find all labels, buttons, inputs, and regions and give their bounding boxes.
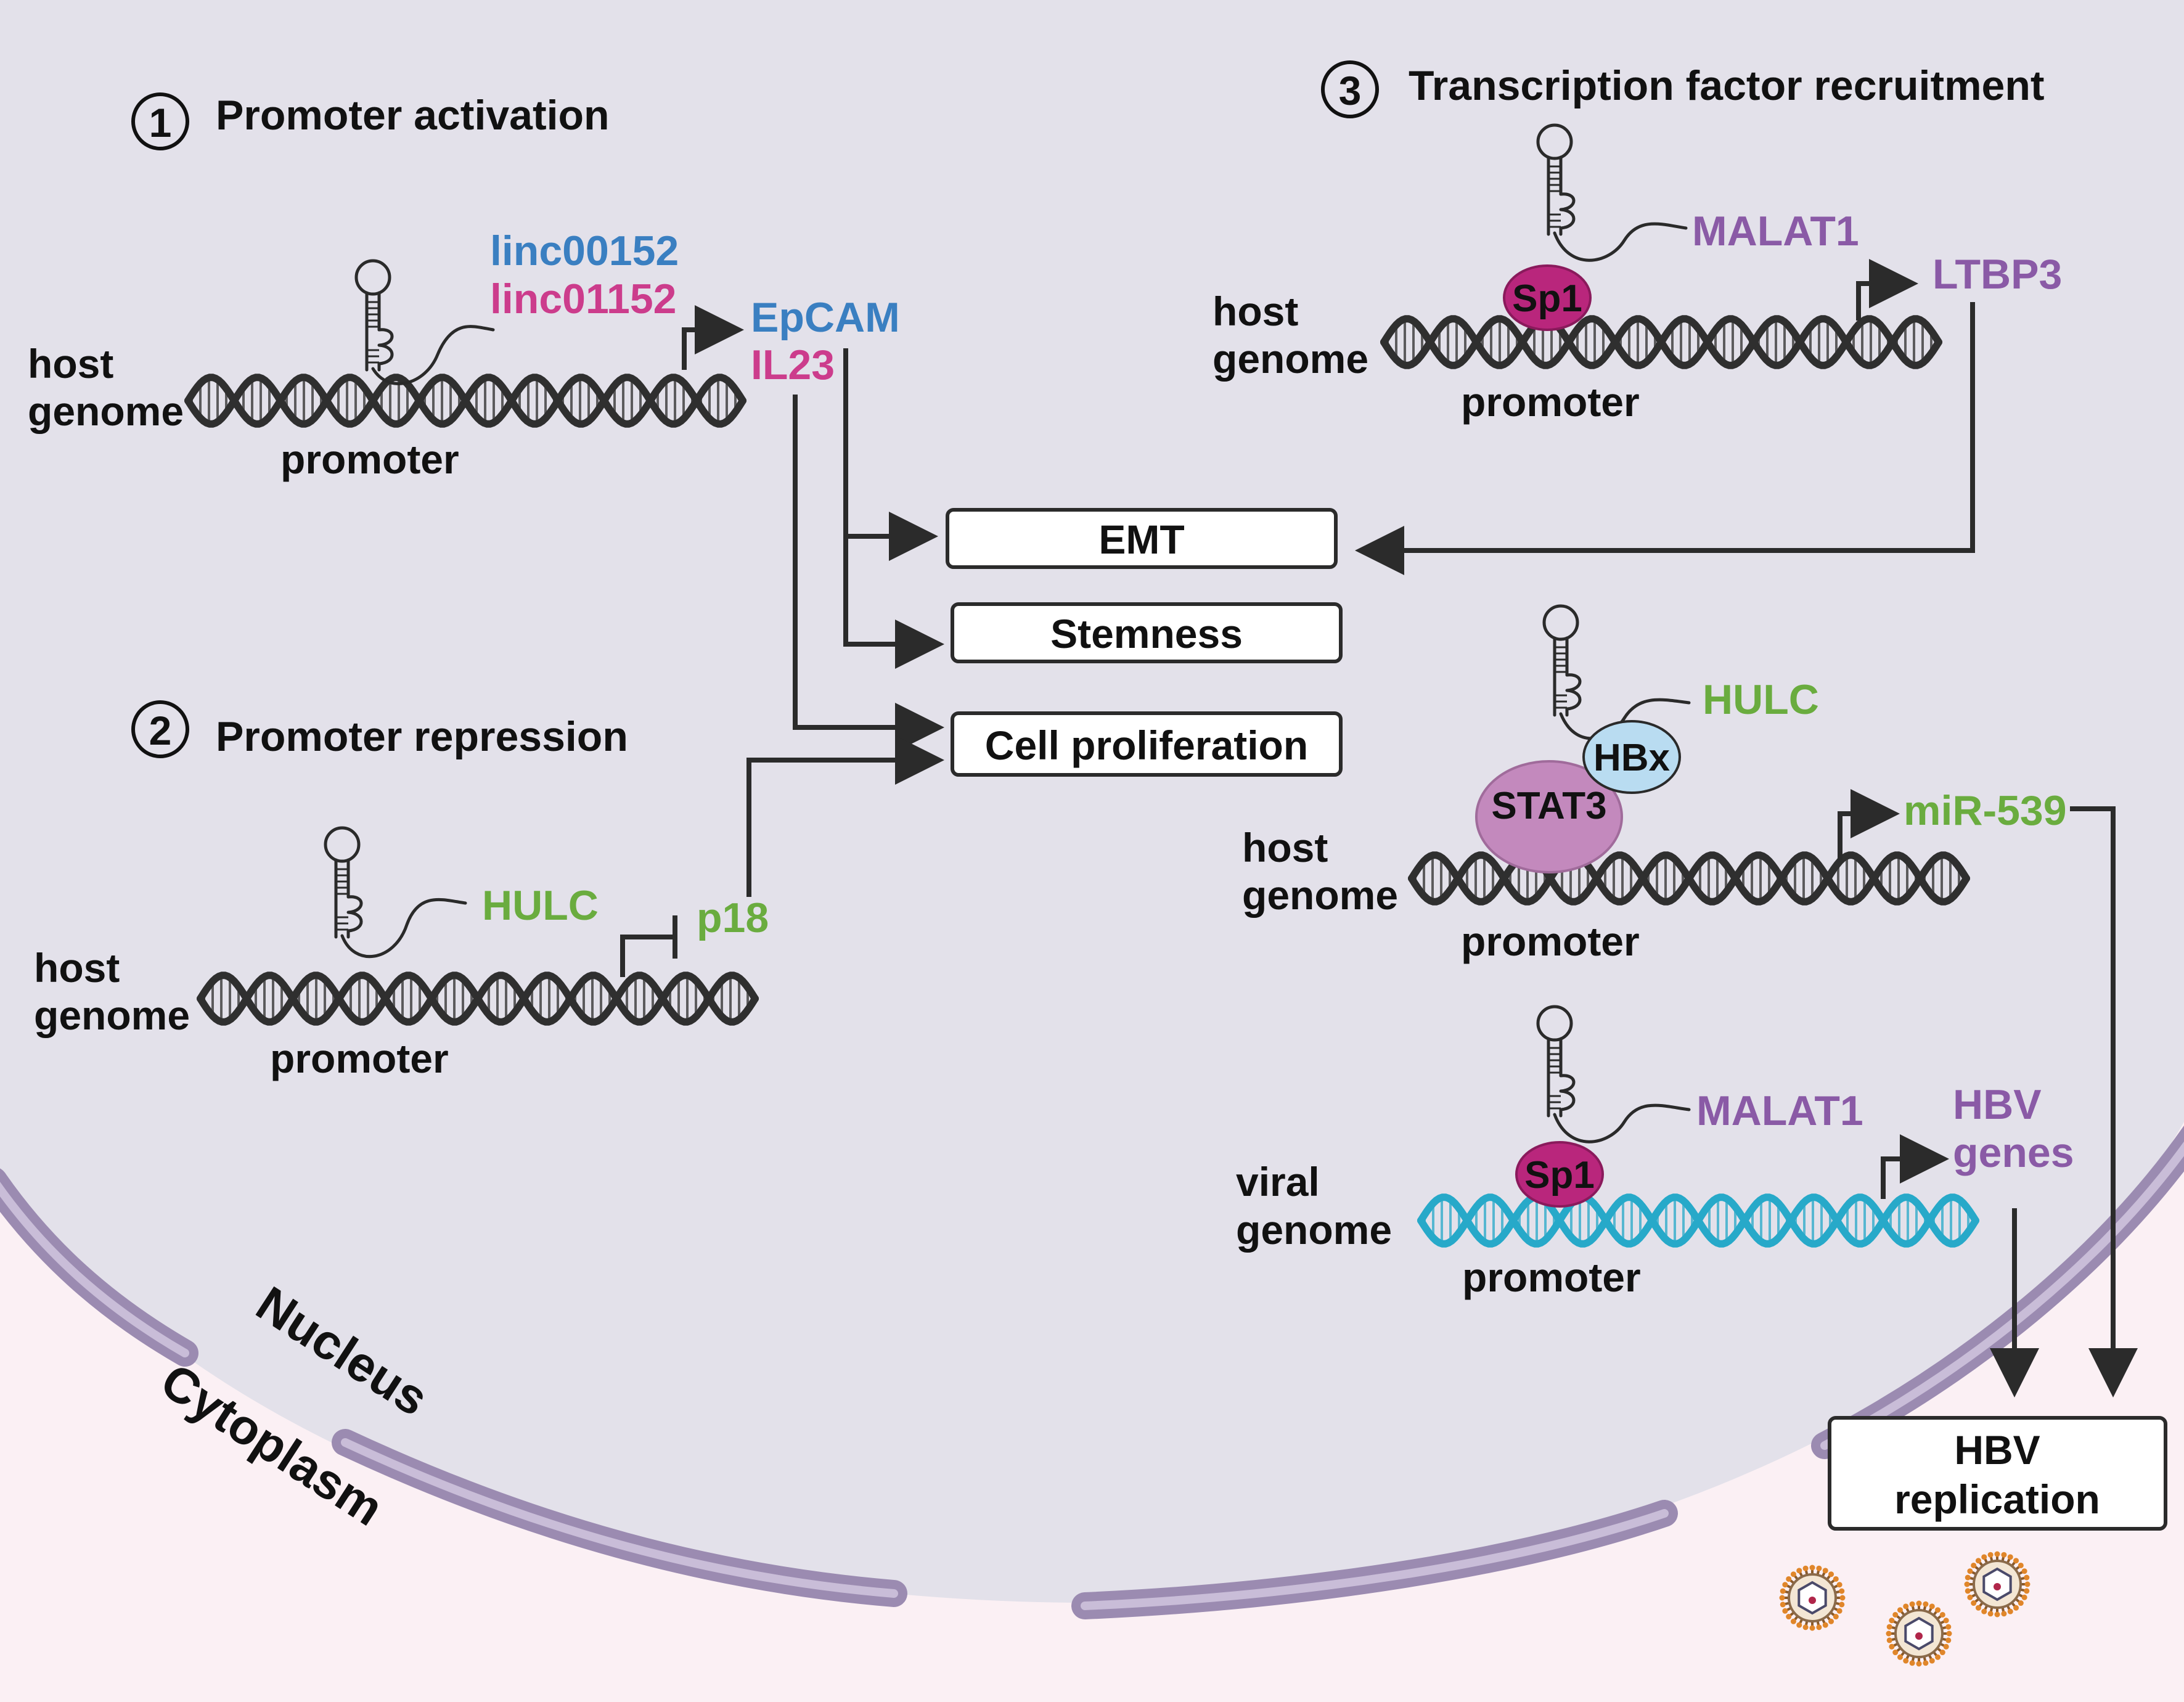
section-3-title: Transcription factor recruitment bbox=[1409, 62, 2045, 109]
emt-box: EMT bbox=[946, 508, 1338, 569]
sp1-top-label: Sp1 bbox=[1512, 277, 1582, 320]
host-label-3: host bbox=[1213, 288, 1298, 334]
tss-arrow-3 bbox=[1856, 259, 1918, 321]
ltbp3-label: LTBP3 bbox=[1932, 251, 2062, 298]
linc00152-label: linc00152 bbox=[490, 227, 679, 274]
cell-proliferation-box: Cell proliferation bbox=[951, 711, 1343, 777]
genome-label-1: genome bbox=[28, 388, 184, 434]
malat1-viral-label: MALAT1 bbox=[1696, 1087, 1863, 1134]
ltbp3-to-emt-connector bbox=[1355, 302, 1975, 575]
lncrna-linc00152 bbox=[354, 259, 495, 385]
sp1-protein-top bbox=[1503, 264, 1592, 331]
section-2-number-circle bbox=[131, 700, 189, 758]
section-3-number: 3 bbox=[1339, 68, 1362, 113]
hbv-virion-icon bbox=[1886, 1600, 1952, 1667]
lncrna-hulc-stat3 bbox=[1542, 604, 1691, 740]
sp1-protein-viral bbox=[1515, 1141, 1604, 1208]
lncrna-hulc-repression bbox=[324, 826, 467, 959]
hbv-virion-icon bbox=[1964, 1551, 2031, 1618]
section-1-number: 1 bbox=[149, 100, 172, 145]
dna-helix-2 bbox=[197, 972, 759, 1026]
host-label-4: host bbox=[1242, 825, 1328, 870]
stat3-label: STAT3 bbox=[1491, 785, 1606, 827]
cell-proliferation-label: Cell proliferation bbox=[985, 722, 1308, 768]
genome-label-4: genome bbox=[1242, 872, 1398, 918]
genome-label-5: genome bbox=[1236, 1207, 1392, 1253]
hbv-replication-label-line1: HBV bbox=[1954, 1427, 2040, 1473]
viral-dna-helix bbox=[1417, 1193, 1979, 1248]
hulc-stat3-label: HULC bbox=[1703, 676, 1819, 723]
genome-label-2: genome bbox=[34, 992, 190, 1038]
section-2-title: Promoter repression bbox=[216, 713, 628, 760]
stemness-box: Stemness bbox=[951, 602, 1343, 663]
dna-helix-1 bbox=[184, 374, 746, 428]
p18-label: p18 bbox=[697, 894, 769, 941]
lncrna-malat1-top bbox=[1536, 123, 1688, 262]
genome-label-3: genome bbox=[1213, 336, 1368, 382]
section-2-heading: 2 Promoter repression bbox=[131, 700, 628, 760]
section-1-title: Promoter activation bbox=[216, 92, 610, 139]
il23-label: IL23 bbox=[751, 342, 835, 388]
host-label-2: host bbox=[34, 945, 120, 991]
promoter-label-2: promoter bbox=[270, 1036, 449, 1081]
emt-label: EMT bbox=[1098, 517, 1184, 562]
dna-helix-4 bbox=[1408, 851, 1970, 906]
stat3-protein bbox=[1475, 760, 1623, 874]
mir539-label: miR-539 bbox=[1904, 787, 2067, 834]
tss-arrow-1 bbox=[682, 305, 744, 370]
host-label-1: host bbox=[28, 341, 113, 387]
hbv-virion-icon bbox=[1779, 1565, 1846, 1631]
hbv-replication-box: HBV replication bbox=[1828, 1416, 2167, 1531]
sp1-viral-label: Sp1 bbox=[1524, 1154, 1595, 1197]
il23-to-proliferation-connector bbox=[793, 395, 944, 752]
promoter-label-4: promoter bbox=[1461, 919, 1640, 964]
linc01152-label: linc01152 bbox=[490, 276, 676, 322]
section-3-heading: 3 Transcription factor recruitment bbox=[1321, 60, 2045, 118]
hbv-genes-label-line1: HBV bbox=[1953, 1081, 2042, 1128]
dna-helix-3 bbox=[1380, 315, 1942, 369]
section-1-number-circle bbox=[131, 92, 189, 150]
hulc-repression-label: HULC bbox=[482, 882, 599, 929]
lncrna-malat1-viral bbox=[1536, 1005, 1691, 1144]
repression-bar bbox=[620, 915, 677, 977]
promoter-label-5: promoter bbox=[1462, 1254, 1641, 1300]
hbx-label: HBx bbox=[1593, 737, 1671, 779]
section-2-number: 2 bbox=[149, 708, 172, 753]
promoter-label-1: promoter bbox=[280, 436, 459, 482]
hbv-replication-label-line2: replication bbox=[1894, 1476, 2100, 1522]
mir539-to-hbv-replication-connector bbox=[2070, 806, 2138, 1397]
hbx-protein bbox=[1582, 720, 1681, 794]
epcam-label: EpCAM bbox=[751, 294, 900, 341]
section-3-number-circle bbox=[1321, 60, 1379, 118]
hbv-genes-label-line2: genes bbox=[1953, 1129, 2074, 1176]
promoter-label-3: promoter bbox=[1461, 379, 1640, 425]
viral-label: viral bbox=[1236, 1159, 1320, 1205]
p18-to-proliferation-connector bbox=[746, 735, 944, 897]
epcam-to-stemness-connector bbox=[843, 530, 944, 669]
tss-arrow-5 bbox=[1881, 1134, 1949, 1199]
stemness-label: Stemness bbox=[1050, 611, 1243, 657]
section-1-heading: 1 Promoter activation bbox=[131, 92, 610, 150]
malat1-top-label: MALAT1 bbox=[1692, 208, 1859, 255]
tss-arrow-4 bbox=[1838, 789, 1900, 860]
